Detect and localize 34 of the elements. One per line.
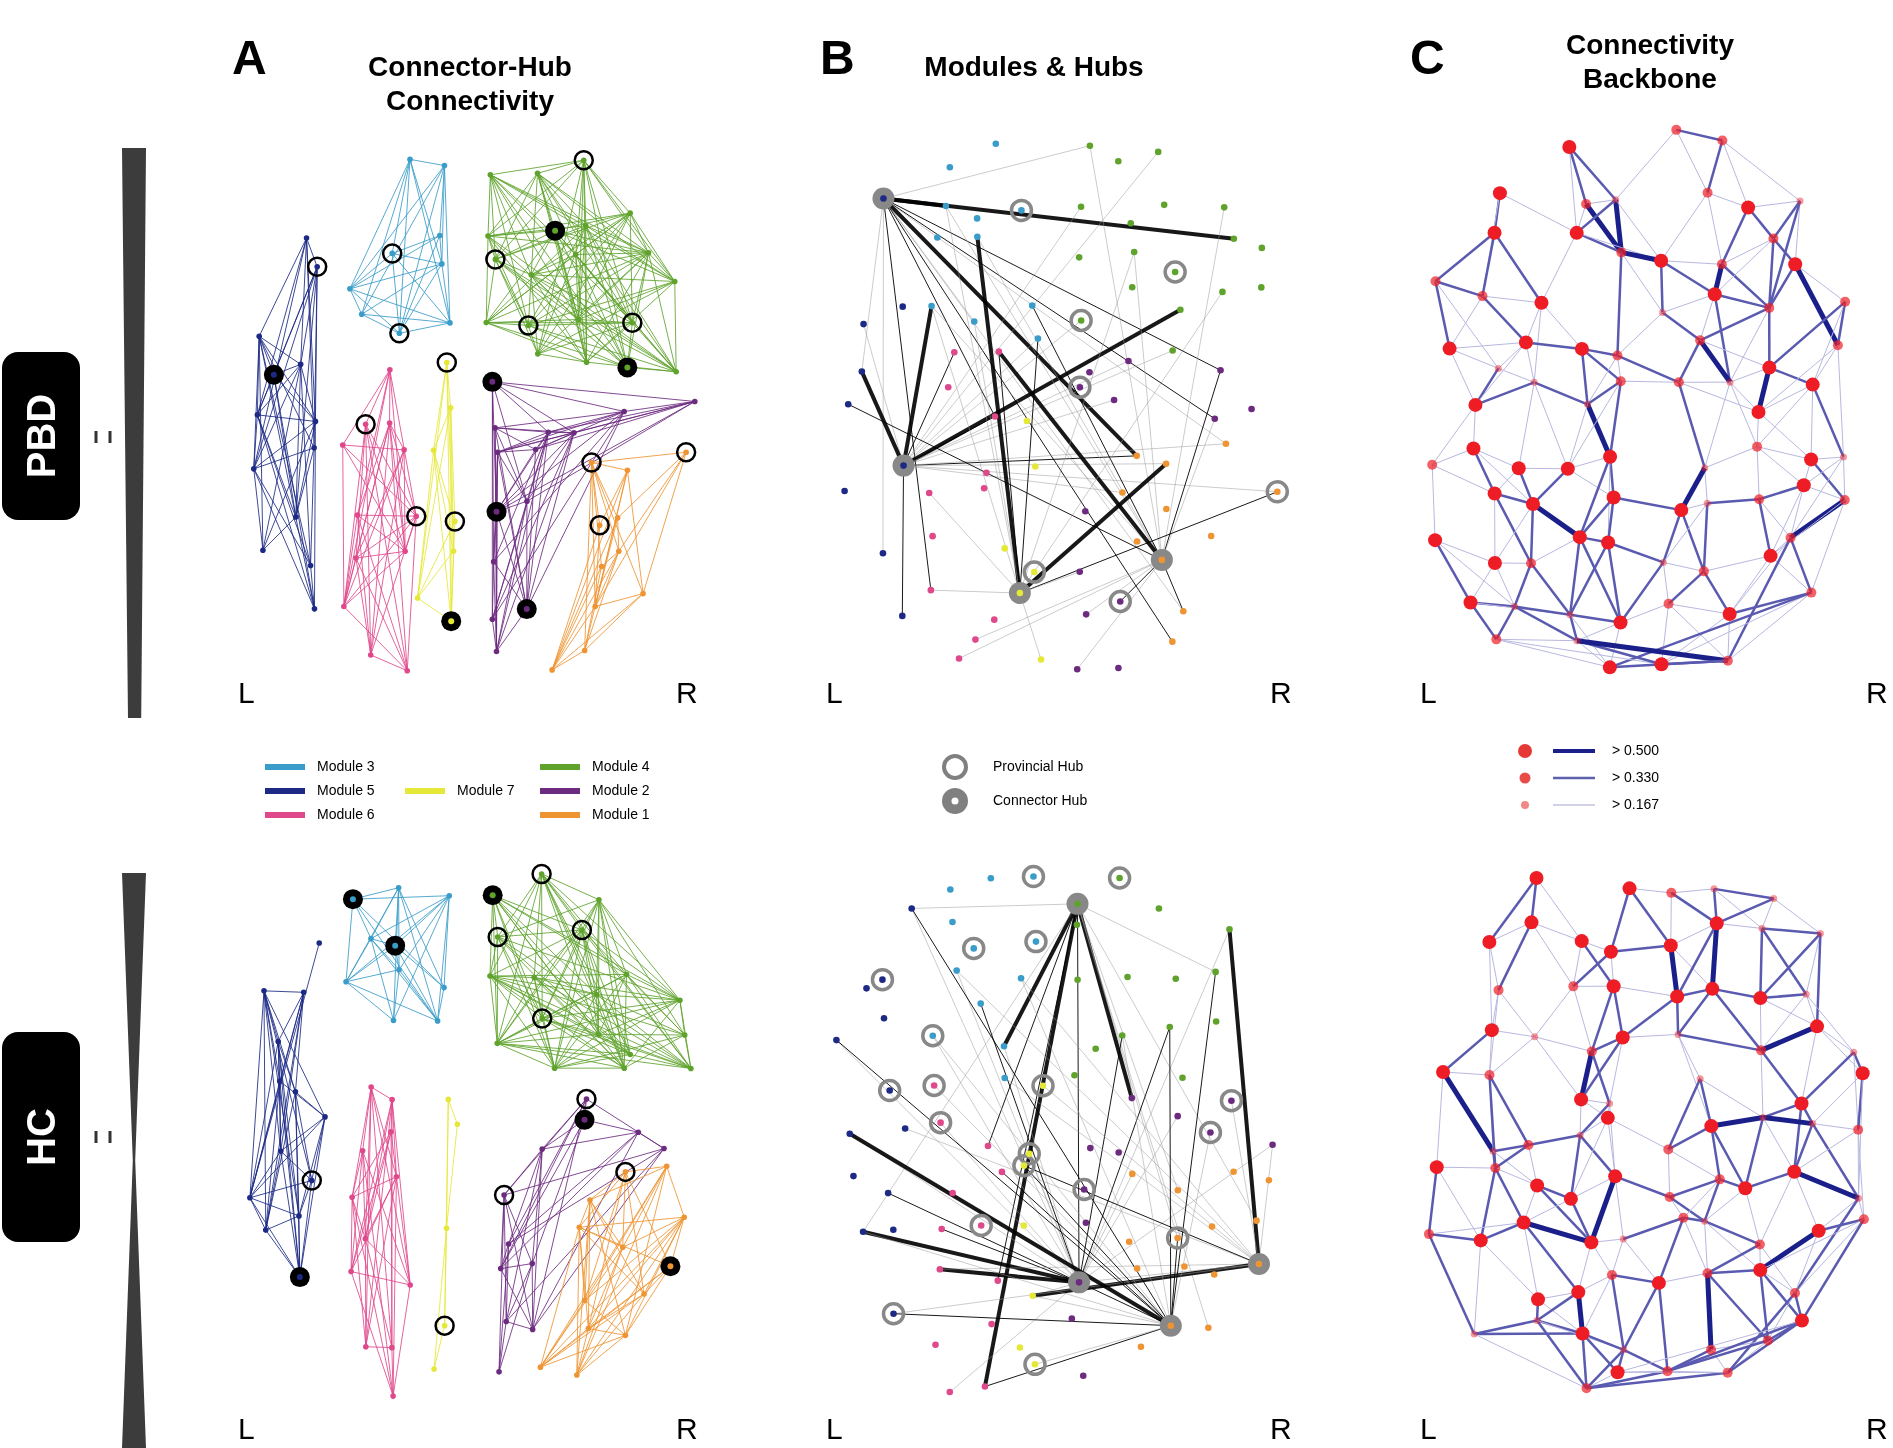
hemisphere-label: L (826, 1412, 843, 1446)
hemisphere-label: R (1866, 676, 1888, 710)
panel-letter: C (1410, 30, 1445, 85)
legend-label: Module 2 (592, 782, 650, 798)
legend-label: > 0.500 (1612, 742, 1660, 758)
wedge-scale-bar (122, 873, 146, 1448)
hemisphere-label: L (238, 676, 255, 710)
legend-label: Module 4 (592, 758, 650, 774)
panel-title: Connectivity Backbone (1565, 28, 1735, 96)
panel-letter: B (820, 30, 855, 85)
panel-title: Modules & Hubs (923, 50, 1145, 84)
legend-label: Module 5 (317, 782, 375, 798)
legend-label: > 0.330 (1612, 769, 1660, 785)
wedge-scale-bar (122, 148, 146, 718)
hemisphere-label: R (676, 676, 698, 710)
hemisphere-label: R (1866, 1412, 1888, 1446)
legend-label: > 0.167 (1612, 796, 1660, 812)
group-label-box: HC (2, 1032, 80, 1242)
hemisphere-label: R (1270, 676, 1292, 710)
panel-letter: A (232, 30, 267, 85)
group-label-box: PBD (2, 352, 80, 520)
legend-label: Module 6 (317, 806, 375, 822)
legend-label: Module 3 (317, 758, 375, 774)
panel-title: Connector-Hub Connectivity (367, 50, 573, 118)
legend-label: Connector Hub (993, 792, 1088, 808)
hemisphere-label: L (1420, 1412, 1437, 1446)
hemisphere-label: L (826, 676, 843, 710)
hemisphere-label: R (676, 1412, 698, 1446)
legend-label: Module 7 (457, 782, 515, 798)
legend-label: Provincial Hub (993, 758, 1084, 774)
hemisphere-label: L (1420, 676, 1437, 710)
hemisphere-label: R (1270, 1412, 1292, 1446)
legend-label: Module 1 (592, 806, 650, 822)
hemisphere-label: L (238, 1412, 255, 1446)
